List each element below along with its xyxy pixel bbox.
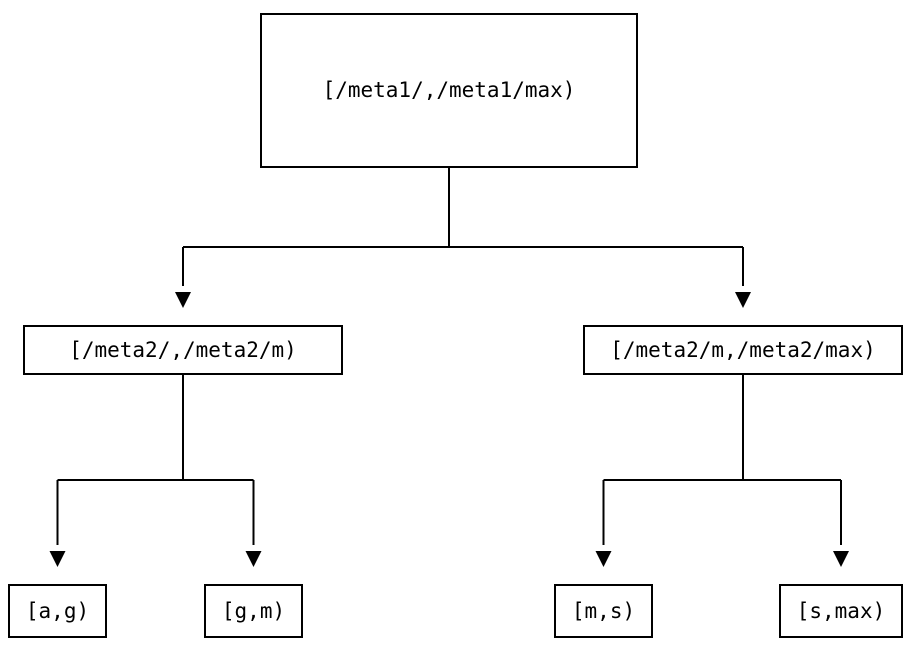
arrowhead-icon (833, 551, 849, 567)
node-leaf-interval-gm: [g,m) (204, 584, 303, 638)
node-leaf-interval-ag: [a,g) (8, 584, 107, 638)
node-label: [g,m) (221, 598, 286, 623)
arrowhead-icon (735, 292, 751, 308)
arrowhead-icon (595, 551, 612, 567)
node-midright-interval: [/meta2/m,/meta2/max) (583, 325, 903, 375)
node-label: [m,s) (571, 598, 636, 623)
node-label: [/meta1/,/meta1/max) (322, 78, 576, 102)
arrowhead-icon (175, 292, 191, 308)
node-leaf-interval-smax: [s,max) (779, 584, 903, 638)
node-root-interval: [/meta1/,/meta1/max) (260, 13, 638, 168)
node-midleft-interval: [/meta2/,/meta2/m) (23, 325, 343, 375)
node-leaf-interval-ms: [m,s) (554, 584, 653, 638)
node-label: [/meta2/,/meta2/m) (69, 337, 297, 362)
node-label: [a,g) (25, 598, 90, 623)
node-label: [/meta2/m,/meta2/max) (610, 337, 876, 362)
arrowhead-icon (49, 551, 66, 567)
node-label: [s,max) (796, 598, 886, 623)
arrowhead-icon (245, 551, 262, 567)
